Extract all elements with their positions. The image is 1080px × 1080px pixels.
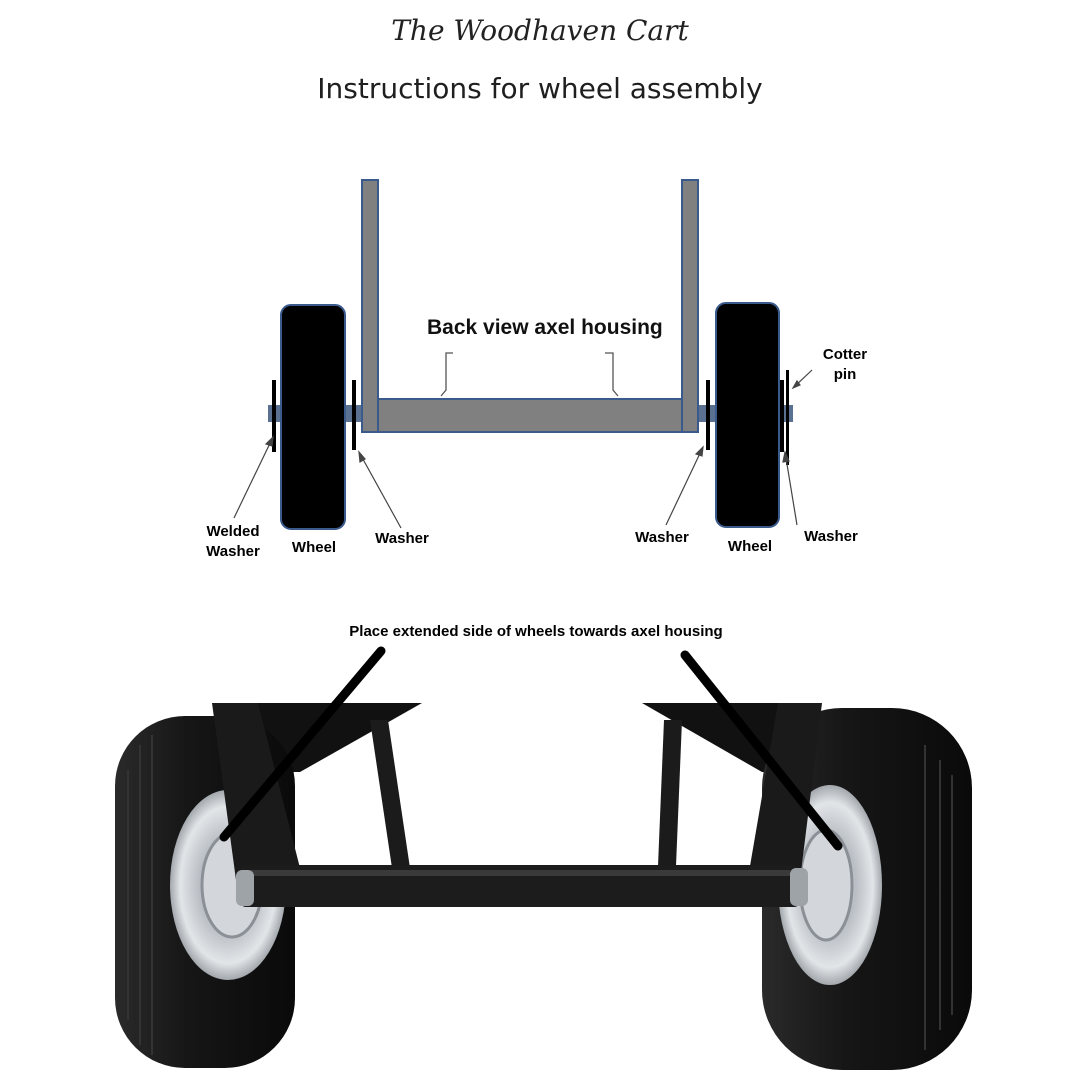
washer-right-outer-shape <box>780 380 784 452</box>
washer-left-label: Washer <box>375 530 429 547</box>
spacer-right <box>790 868 808 906</box>
page-title: Instructions for wheel assembly <box>317 72 763 105</box>
axle-diagram <box>233 179 813 530</box>
frame-right-upright <box>681 179 699 433</box>
brace-left <box>370 720 410 868</box>
axle-frame-right-leg <box>750 703 822 905</box>
wheel-right-label: Wheel <box>727 538 773 555</box>
wheel-left-shape <box>280 304 346 530</box>
washer-right-outer-label: Washer <box>804 528 858 545</box>
wheel-left-label: Wheel <box>291 539 337 556</box>
cotter-pin-shape <box>786 370 789 465</box>
arrow-washer-right-outer <box>784 451 798 526</box>
axle-housing <box>377 398 683 433</box>
washer-right-inner-label: Washer <box>635 529 689 546</box>
welded-washer-label: Welded Washer <box>206 523 260 560</box>
pointer-right <box>680 650 843 851</box>
washer-left-shape <box>352 380 356 450</box>
bracket-mark-left <box>440 352 453 397</box>
frame-left-upright <box>361 179 379 433</box>
photo-caption: Place extended side of wheels towards ax… <box>349 623 723 640</box>
arrow-welded-washer <box>233 436 274 519</box>
brace-right <box>658 720 682 866</box>
washer-right-inner-shape <box>706 380 710 450</box>
spacer-left <box>236 870 254 906</box>
bracket-mark-right <box>605 352 619 397</box>
welded-washer-shape <box>272 380 276 452</box>
arrow-washer-left <box>358 451 402 529</box>
axle-housing-label: Back view axel housing <box>427 316 663 339</box>
wheel-right-shape <box>715 302 780 528</box>
arrow-washer-right-inner <box>665 446 704 526</box>
pointer-left <box>219 646 386 842</box>
brand-title: The Woodhaven Cart <box>391 14 689 47</box>
cotter-pin-label: Cotter pin <box>822 346 868 383</box>
